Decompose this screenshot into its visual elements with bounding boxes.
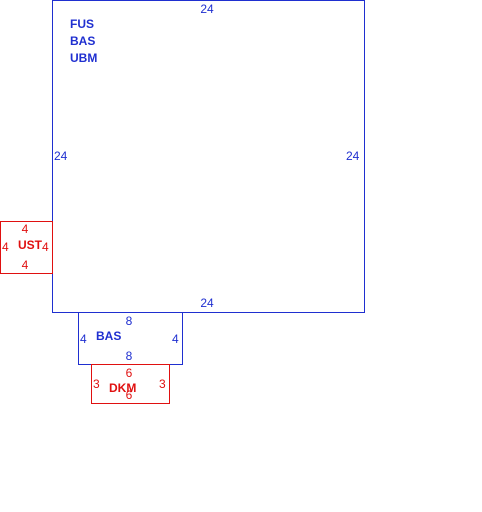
ust-box-label: UST [18, 238, 42, 252]
main-room-label-2: BAS [70, 34, 96, 48]
dkm-box-dim-top: 6 [125, 366, 133, 380]
main-room-label-1: FUS [70, 17, 94, 31]
bas-box-dim-top: 8 [125, 314, 133, 328]
ust-box-dim-right: 4 [42, 240, 49, 254]
main-room-dim-top: 24 [200, 2, 214, 16]
dkm-box-label: DKM [109, 381, 137, 395]
bas-box-dim-right: 4 [172, 332, 179, 346]
bas-box-dim-bottom: 8 [125, 349, 133, 363]
main-room-dim-bottom: 24 [200, 296, 214, 310]
dkm-box-dim-bottom: 6 [125, 388, 133, 402]
ust-box-dim-top: 4 [21, 222, 29, 236]
ust-box-dim-bottom: 4 [21, 258, 29, 272]
main-room-dim-left: 24 [54, 149, 68, 163]
dkm-box-dim-right: 3 [159, 377, 166, 391]
main-room-label-3: UBM [70, 51, 98, 65]
main-room-dim-right: 24 [346, 149, 360, 163]
dkm-box-outline [91, 364, 170, 404]
dkm-box-dim-left: 3 [93, 377, 100, 391]
ust-box-dim-left: 4 [2, 240, 9, 254]
ust-box-outline [0, 221, 53, 274]
bas-box-label: BAS [96, 329, 122, 343]
main-room-outline [52, 0, 365, 313]
bas-box-dim-left: 4 [80, 332, 87, 346]
